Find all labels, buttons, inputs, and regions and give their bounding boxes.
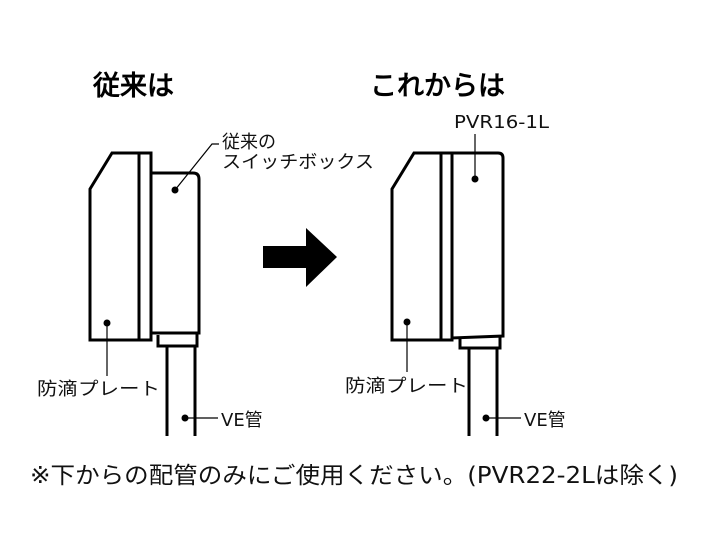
pvr-switch-box [450, 151, 505, 340]
old-box-label-line2: スイッチボックス [222, 152, 374, 173]
old-box-label-line1: 従来の [222, 132, 276, 153]
right-arrow-icon [263, 228, 337, 287]
pipe-label: VE管 [524, 410, 566, 431]
box-leader-line [174, 143, 219, 191]
after-title: これからは [370, 71, 505, 102]
footnote: ※下からの配管のみにご使用ください。(PVR22-2Lは除く) [30, 463, 678, 489]
before-diagram: 従来は 従来の スイッチボックス 防滴プレート VE管 [37, 71, 374, 436]
drip-proof-plate [390, 151, 454, 342]
plate-label: 防滴プレート [345, 376, 468, 397]
pvr-box-label: PVR16-1L [454, 112, 549, 133]
switch-box [151, 171, 201, 335]
box-bottom-foot [156, 333, 199, 348]
plate-label: 防滴プレート [37, 379, 160, 400]
before-title: 従来は [92, 71, 174, 102]
box-bottom-foot [458, 336, 502, 350]
after-diagram: これからは PVR16-1L 防滴プレート VE管 [345, 71, 566, 436]
drip-proof-plate [88, 151, 153, 342]
pipe-label: VE管 [221, 410, 263, 431]
